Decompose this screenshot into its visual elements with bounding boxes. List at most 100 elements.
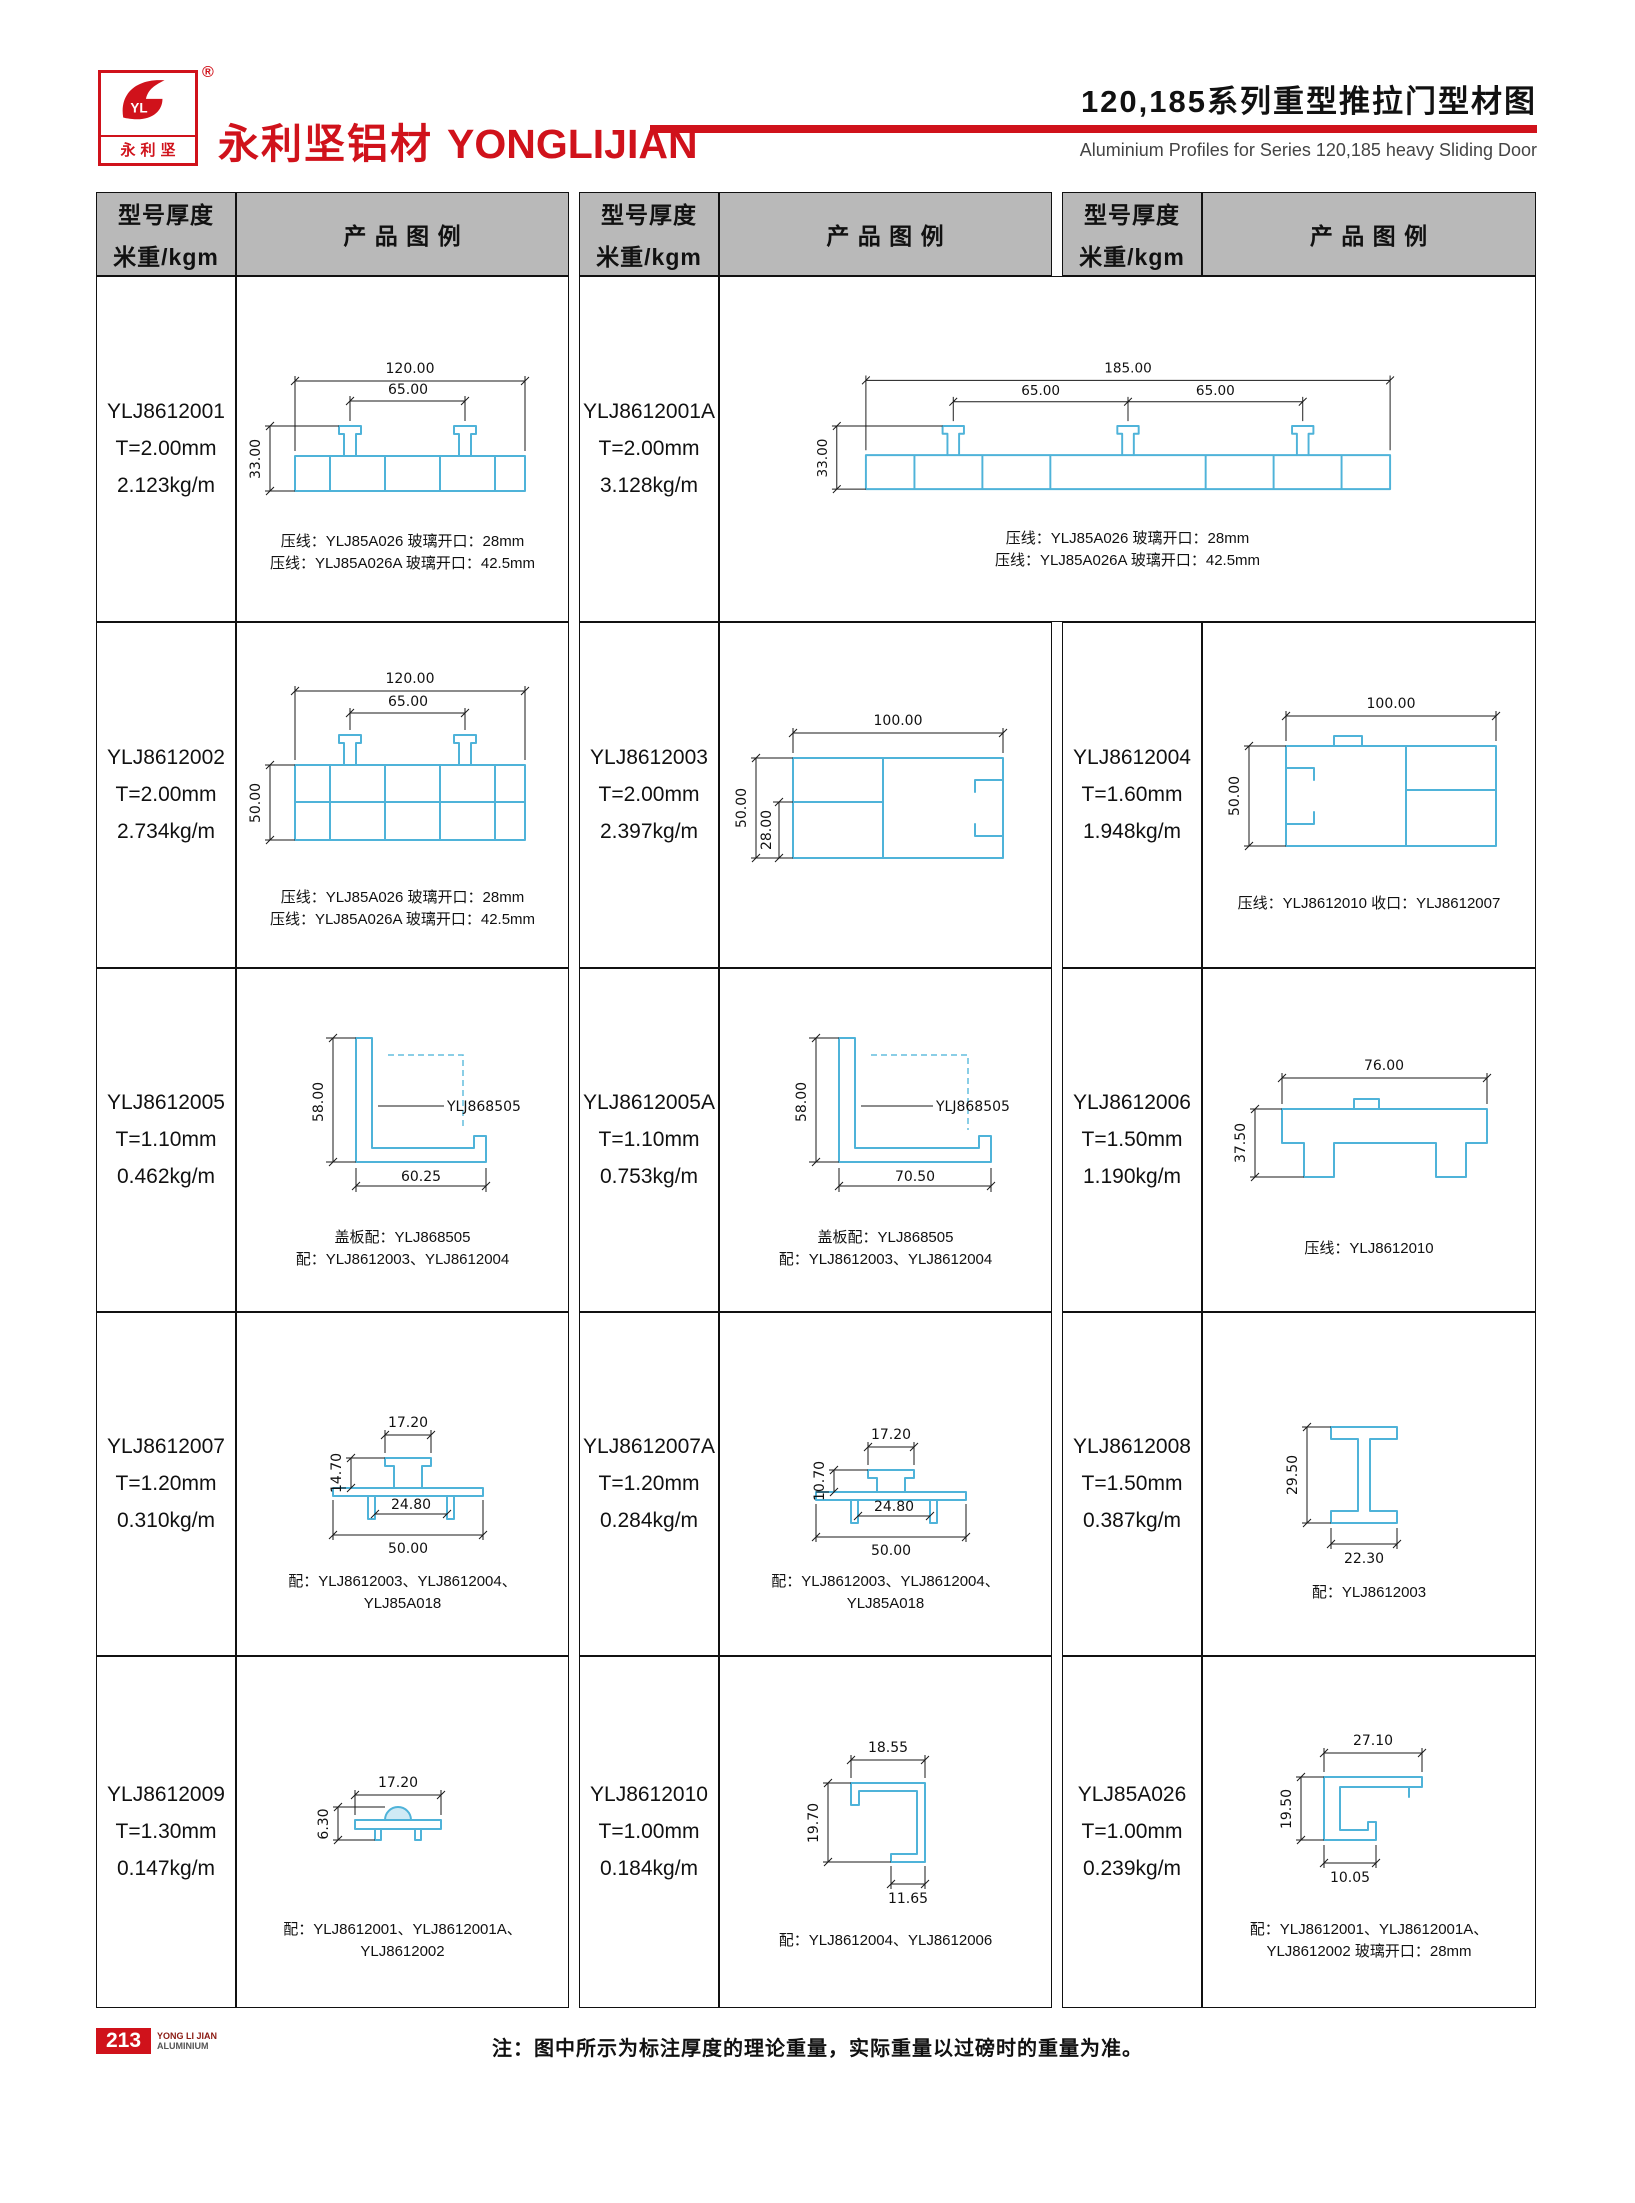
profile-model: YLJ8612008 — [1073, 1435, 1191, 1458]
svg-text:50.00: 50.00 — [870, 1543, 910, 1559]
profile-notes: 压线：YLJ8612010 — [1304, 1239, 1434, 1257]
svg-text:65.00: 65.00 — [1195, 383, 1234, 399]
product-cell-ylj8612002: 120.00 65.00 50.00 压线：YLJ85A026 玻璃开口：28m… — [236, 622, 569, 968]
profile-drawing-ylj8612005: YLJ868505 58.00 60.25 — [311, 1033, 521, 1192]
page-number-box: 213 YONG LI JIAN ALUMINIUM — [96, 2028, 217, 2054]
model-cell-ylj8612004: YLJ8612004 T=1.60mm 1.948kg/m — [1062, 622, 1202, 968]
page-title: 120,185系列重型推拉门型材图 — [1080, 84, 1537, 119]
svg-text:17.20: 17.20 — [870, 1427, 910, 1443]
profile-thickness: T=1.30mm — [115, 1820, 217, 1843]
profile-model: YLJ8612005A — [583, 1091, 715, 1114]
profile-notes: 配：YLJ8612003 — [1311, 1583, 1427, 1601]
profile-weight: 0.147kg/m — [116, 1857, 216, 1880]
profile-weight: 1.948kg/m — [1082, 820, 1182, 843]
svg-text:50.00: 50.00 — [734, 787, 750, 827]
profile-thickness: T=1.00mm — [1081, 1820, 1183, 1843]
profile-model: YLJ8612009 — [107, 1783, 225, 1806]
profile-thickness: T=1.50mm — [1081, 1472, 1183, 1495]
profiles-table: 型号厚度 米重/kgm 产 品 图 例 型号厚度 米重/kgm 产 品 图 例 … — [96, 192, 1536, 2008]
profile-drawing-ylj8612007a: 17.20 10.70 24.80 50.00 — [811, 1427, 970, 1559]
svg-text:29.50: 29.50 — [1285, 1455, 1301, 1495]
model-cell-ylj8612001a: YLJ8612001A T=2.00mm 3.128kg/m — [579, 276, 719, 622]
product-cell-ylj8612005: YLJ868505 58.00 60.25 盖板配：YLJ868505 配：YL… — [236, 968, 569, 1312]
logo-caption: 永利坚 — [101, 135, 195, 163]
model-cell-ylj8612005a: YLJ8612005A T=1.10mm 0.753kg/m — [579, 968, 719, 1312]
product-cell-ylj8612001a: 185.00 65.00 65.00 33.00 压线：YLJ85A026 玻璃… — [719, 276, 1536, 622]
svg-text:65.00: 65.00 — [387, 382, 427, 398]
profile-weight: 2.397kg/m — [599, 820, 699, 843]
svg-text:100.00: 100.00 — [873, 713, 922, 729]
model-cell-ylj8612007a: YLJ8612007A T=1.20mm 0.284kg/m — [579, 1312, 719, 1656]
profile-drawing-ylj8612009: 17.20 6.30 — [316, 1775, 445, 1845]
profile-notes: 压线：YLJ8612010 收口：YLJ8612007 — [1237, 894, 1501, 912]
svg-text:120.00: 120.00 — [385, 361, 434, 377]
profile-weight: 0.284kg/m — [599, 1509, 699, 1532]
svg-text:58.00: 58.00 — [311, 1082, 327, 1122]
profile-model: YLJ8612002 — [107, 746, 225, 769]
profile-drawing-ylj8612001: 120.00 65.00 33.00 — [248, 361, 529, 496]
svg-text:10.70: 10.70 — [812, 1461, 828, 1501]
profile-weight: 0.753kg/m — [599, 1165, 699, 1188]
profile-thickness: T=1.20mm — [115, 1472, 217, 1495]
profile-weight: 2.123kg/m — [116, 474, 216, 497]
profile-drawing-ylj8612001a: 185.00 65.00 65.00 33.00 — [815, 360, 1394, 494]
svg-text:10.05: 10.05 — [1330, 1870, 1370, 1886]
svg-text:76.00: 76.00 — [1364, 1058, 1404, 1074]
profile-model: YLJ8612004 — [1073, 746, 1191, 769]
svg-text:YL: YL — [130, 100, 147, 115]
profile-notes: 盖板配：YLJ868505 配：YLJ8612003、YLJ8612004 — [778, 1228, 993, 1268]
profile-weight: 0.462kg/m — [116, 1165, 216, 1188]
profile-weight: 0.184kg/m — [599, 1857, 699, 1880]
svg-text:37.50: 37.50 — [1233, 1123, 1249, 1163]
product-cell-ylj8612008: 29.50 22.30 配：YLJ8612003 — [1202, 1312, 1536, 1656]
registered-mark: ® — [202, 64, 214, 81]
profile-notes: 配：YLJ8612001、YLJ8612001A、 YLJ8612002 — [283, 1920, 522, 1960]
profile-notes: 压线：YLJ85A026 玻璃开口：28mm 压线：YLJ85A026A 玻璃开… — [269, 532, 536, 572]
svg-text:185.00: 185.00 — [1104, 360, 1152, 376]
svg-text:17.20: 17.20 — [377, 1775, 417, 1791]
svg-text:50.00: 50.00 — [1227, 776, 1243, 816]
profile-model: YLJ8612006 — [1073, 1091, 1191, 1114]
product-cell-ylj8612006: 76.00 37.50 压线：YLJ8612010 — [1202, 968, 1536, 1312]
profile-thickness: T=2.00mm — [598, 437, 700, 460]
profile-thickness: T=1.20mm — [598, 1472, 700, 1495]
footer-note: 注：图中所示为标注厚度的理论重量，实际重量以过磅时的重量为准。 — [492, 2038, 1143, 2060]
profile-model: YLJ8612003 — [590, 746, 708, 769]
profile-drawing-ylj8612004: 100.00 50.00 — [1227, 696, 1501, 850]
product-cell-ylj8612003: 100.00 50.00 28.00 — [719, 622, 1052, 968]
model-cell-ylj8612006: YLJ8612006 T=1.50mm 1.190kg/m — [1062, 968, 1202, 1312]
profile-model: YLJ8612007 — [107, 1435, 225, 1458]
product-cell-ylj8612001: 120.00 65.00 33.00 压线：YLJ85A026 玻璃开口：28m… — [236, 276, 569, 622]
profile-model: YLJ8612001 — [107, 400, 225, 423]
profile-notes: 压线：YLJ85A026 玻璃开口：28mm 压线：YLJ85A026A 玻璃开… — [269, 888, 536, 928]
brand-chinese: 永利坚铝材 — [218, 121, 433, 167]
model-cell-ylj8612007: YLJ8612007 T=1.20mm 0.310kg/m — [96, 1312, 236, 1656]
profile-drawing-ylj8612002: 120.00 65.00 50.00 — [248, 671, 529, 845]
page-subtitle: Aluminium Profiles for Series 120,185 he… — [1079, 140, 1537, 160]
profile-drawing-ylj85a026: 27.10 19.50 10.05 — [1279, 1733, 1427, 1886]
profile-notes: 压线：YLJ85A026 玻璃开口：28mm 压线：YLJ85A026A 玻璃开… — [994, 529, 1261, 569]
profile-notes: 配：YLJ8612004、YLJ8612006 — [778, 1931, 993, 1949]
model-cell-ylj85a026: YLJ85A026 T=1.00mm 0.239kg/m — [1062, 1656, 1202, 2008]
model-cell-ylj8612005: YLJ8612005 T=1.10mm 0.462kg/m — [96, 968, 236, 1312]
profile-model: YLJ8612010 — [590, 1783, 708, 1806]
profile-weight: 0.387kg/m — [1082, 1509, 1182, 1532]
svg-text:17.20: 17.20 — [387, 1415, 427, 1431]
profile-notes: 配：YLJ8612003、YLJ8612004、 YLJ85A018 — [288, 1572, 517, 1612]
svg-text:YLJ868505: YLJ868505 — [935, 1099, 1010, 1115]
svg-text:70.50: 70.50 — [894, 1169, 934, 1185]
svg-text:28.00: 28.00 — [759, 809, 775, 849]
title-rule — [650, 125, 1537, 133]
profile-thickness: T=1.10mm — [115, 1128, 217, 1151]
profile-notes: 配：YLJ8612001、YLJ8612001A、 YLJ8612002 玻璃开… — [1249, 1920, 1489, 1960]
model-cell-ylj8612008: YLJ8612008 T=1.50mm 0.387kg/m — [1062, 1312, 1202, 1656]
profile-thickness: T=2.00mm — [115, 437, 217, 460]
svg-text:YLJ868505: YLJ868505 — [446, 1099, 521, 1115]
svg-text:14.70: 14.70 — [329, 1453, 345, 1493]
company-logo: YL 永利坚 — [98, 70, 198, 166]
product-cell-ylj85a026: 27.10 19.50 10.05 配：YLJ8612001、YLJ861200… — [1202, 1656, 1536, 2008]
profile-weight: 0.239kg/m — [1082, 1857, 1182, 1880]
model-cell-ylj8612002: YLJ8612002 T=2.00mm 2.734kg/m — [96, 622, 236, 968]
svg-text:11.65: 11.65 — [887, 1891, 927, 1907]
